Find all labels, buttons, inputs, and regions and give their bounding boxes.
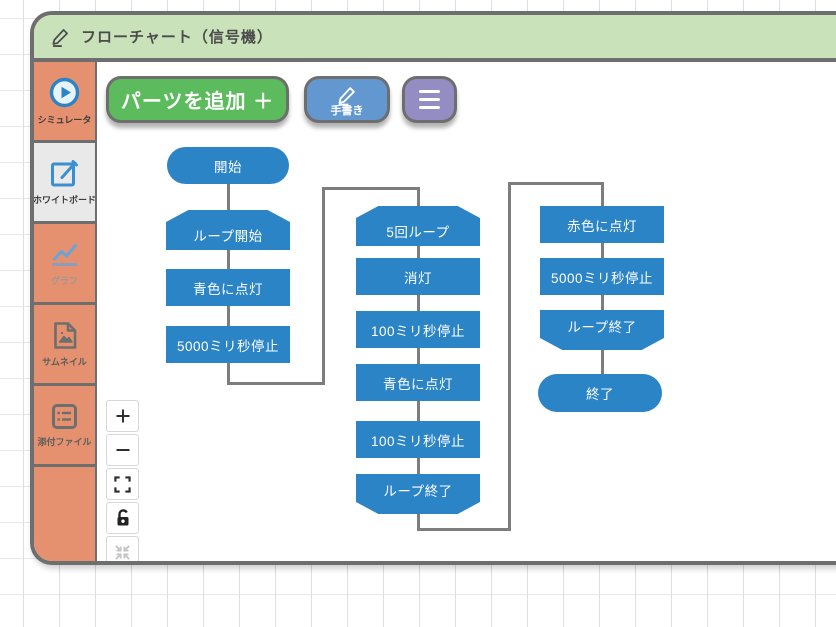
flow-node-wait-100-2[interactable]: 100ミリ秒停止	[356, 421, 480, 458]
sidebar-item-simulator[interactable]: シミュレータ	[34, 62, 95, 143]
flow-node-light-off[interactable]: 消灯	[356, 258, 480, 295]
flow-connector	[601, 243, 604, 260]
edit-title-pencil-icon[interactable]	[50, 26, 71, 47]
flow-connector	[417, 458, 420, 476]
flow-connector	[417, 528, 511, 531]
play-circle-icon	[48, 76, 81, 109]
flow-node-start[interactable]: 開始	[167, 147, 289, 184]
handwriting-button[interactable]: 手書き	[304, 76, 390, 123]
zoom-in-button[interactable]	[106, 400, 139, 432]
sidebar: シミュレータ ホワイトボード	[34, 62, 97, 561]
pan-arrows-icon	[106, 536, 139, 561]
flow-connector	[508, 182, 604, 185]
flow-node-wait-100-1[interactable]: 100ミリ秒停止	[356, 311, 480, 348]
sidebar-item-thumbnail[interactable]: サムネイル	[34, 305, 95, 386]
sidebar-item-label: ホワイトボード	[33, 195, 97, 205]
zoom-controls	[106, 400, 139, 561]
sidebar-item-attachments[interactable]: 添付ファイル	[34, 386, 95, 467]
flow-connector	[417, 246, 420, 260]
sidebar-item-label: サムネイル	[42, 357, 87, 367]
line-chart-icon	[49, 239, 80, 270]
flow-connector	[417, 401, 420, 423]
title-bar: フローチャート（信号機）	[34, 15, 836, 62]
flow-node-loop-start-main[interactable]: ループ開始	[166, 210, 290, 250]
sidebar-filler	[34, 467, 95, 561]
flow-connector	[601, 295, 604, 312]
handwriting-label: 手書き	[330, 105, 364, 117]
flow-connector	[417, 187, 420, 208]
flow-node-blue-on-2[interactable]: 青色に点灯	[356, 364, 480, 401]
sidebar-item-graph[interactable]: グラフ	[34, 224, 95, 305]
flow-connector	[601, 182, 604, 208]
lock-button[interactable]	[106, 502, 139, 534]
add-parts-label: パーツを追加 ＋	[120, 91, 275, 113]
flow-connector	[417, 512, 420, 531]
fit-screen-button[interactable]	[106, 468, 139, 500]
flow-connector	[227, 250, 230, 271]
sidebar-item-label: グラフ	[50, 276, 78, 286]
flow-connector	[227, 184, 230, 212]
zoom-out-button[interactable]	[106, 434, 139, 466]
flow-connector	[227, 382, 325, 385]
hamburger-icon	[419, 90, 440, 109]
window-body: シミュレータ ホワイトボード	[34, 62, 836, 561]
flow-node-end[interactable]: 終了	[538, 374, 662, 412]
flow-node-loop-5-times[interactable]: 5回ループ	[356, 206, 480, 246]
attachment-list-icon	[50, 402, 79, 431]
sidebar-item-label: シミュレータ	[37, 115, 92, 125]
page-title: フローチャート（信号機）	[81, 29, 273, 46]
flow-node-blue-on-1[interactable]: 青色に点灯	[166, 269, 290, 306]
flow-connector	[417, 295, 420, 313]
flow-connector	[227, 306, 230, 328]
whiteboard-edit-icon	[49, 158, 80, 189]
menu-button[interactable]	[402, 76, 457, 123]
sidebar-item-whiteboard[interactable]: ホワイトボード	[33, 143, 97, 224]
flow-connector	[322, 187, 325, 385]
flow-node-wait-5000-1[interactable]: 5000ミリ秒停止	[166, 326, 290, 363]
flow-connector	[601, 350, 604, 376]
flow-node-loop-end-main[interactable]: ループ終了	[540, 310, 664, 350]
flow-connector	[508, 182, 511, 531]
handwriting-pencil-icon	[336, 84, 358, 106]
sidebar-item-label: 添付ファイル	[37, 437, 92, 447]
flow-node-loop-end-5[interactable]: ループ終了	[356, 474, 480, 514]
add-parts-button[interactable]: パーツを追加 ＋	[106, 76, 289, 123]
flow-connector	[417, 348, 420, 366]
flow-node-red-on[interactable]: 赤色に点灯	[540, 206, 664, 243]
flow-connector	[322, 187, 420, 190]
flowchart-app-window: フローチャート（信号機） シミュレータ	[30, 11, 836, 565]
flow-connector	[227, 363, 230, 385]
flow-node-wait-5000-2[interactable]: 5000ミリ秒停止	[540, 258, 664, 295]
thumbnail-icon	[51, 320, 79, 351]
